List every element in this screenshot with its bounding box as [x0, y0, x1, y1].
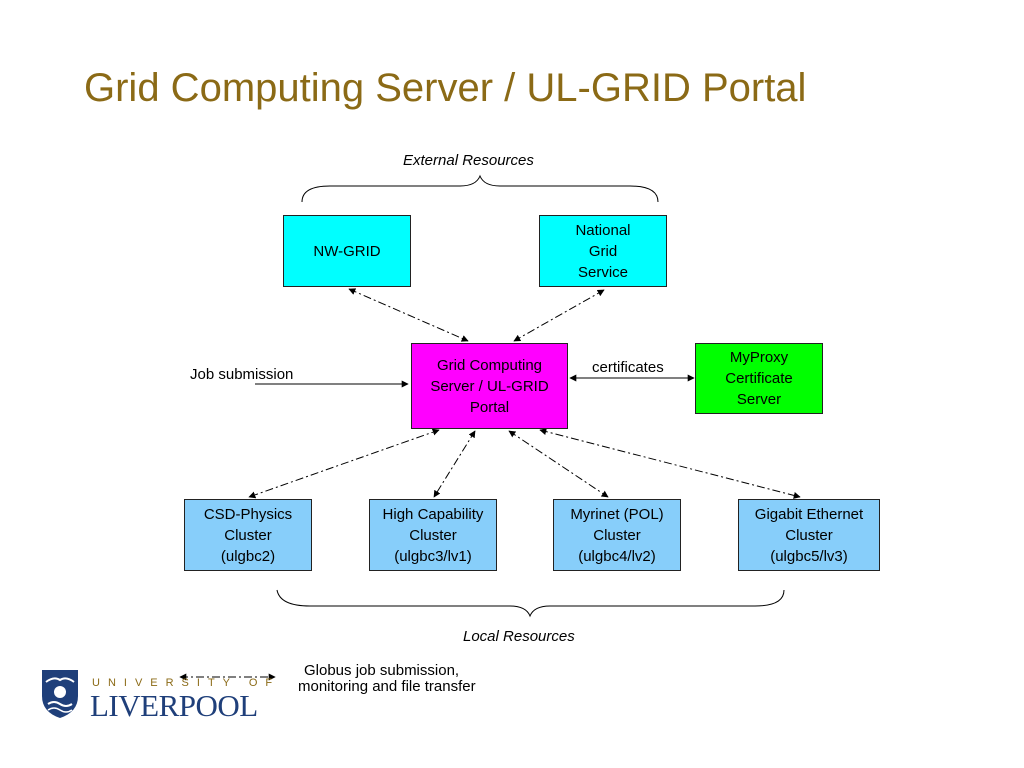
- node-myrinet: Myrinet (POL) Cluster (ulgbc4/lv2): [553, 499, 681, 571]
- node-gigabit-line2: Cluster: [785, 526, 833, 544]
- node-myproxy: MyProxy Certificate Server: [695, 343, 823, 414]
- node-ngs-line1: National: [575, 221, 631, 239]
- node-highcap-line2: Cluster: [409, 526, 457, 544]
- link-portal-csd: [248, 428, 440, 499]
- node-high-capability: High Capability Cluster (ulgbc3/lv1): [369, 499, 497, 571]
- node-myrinet-line3: (ulgbc4/lv2): [578, 547, 656, 565]
- legend-line1: Globus job submission,: [304, 662, 460, 679]
- node-csd-line3: (ulgbc2): [220, 547, 276, 565]
- node-myproxy-line1: MyProxy: [729, 349, 789, 366]
- node-portal-line1: Grid Computing: [436, 356, 543, 374]
- link-portal-myrinet: [508, 430, 609, 498]
- node-gigabit-ethernet: Gigabit Ethernet Cluster (ulgbc5/lv3): [738, 499, 880, 571]
- logo-liverpool: LIVERPOOL: [90, 688, 258, 723]
- node-national-grid-service: National Grid Service: [539, 215, 667, 287]
- job-submission-label: Job submission: [190, 366, 294, 383]
- node-myrinet-line2: Cluster: [593, 526, 641, 544]
- node-myrinet-line1: Myrinet (POL): [570, 505, 664, 523]
- legend-description: Globus job submission, monitoring and fi…: [298, 663, 476, 695]
- node-nw-grid-label: NW-GRID: [313, 242, 381, 260]
- node-highcap-line3: (ulgbc3/lv1): [394, 547, 472, 565]
- node-csd-physics: CSD-Physics Cluster (ulgbc2): [184, 499, 312, 571]
- link-portal-gigabit: [539, 428, 801, 499]
- node-csd-line1: CSD-Physics: [203, 505, 293, 523]
- link-ngs-portal: [513, 289, 605, 342]
- node-gigabit-line3: (ulgbc5/lv3): [770, 547, 848, 565]
- local-resources-label: Local Resources: [463, 628, 575, 645]
- node-myproxy-line3: Server: [736, 391, 782, 408]
- legend-line2: monitoring and file transfer: [298, 678, 476, 695]
- node-ngs-line3: Service: [577, 263, 629, 281]
- node-nw-grid: NW-GRID: [283, 215, 411, 287]
- link-nwgrid-portal: [348, 288, 469, 342]
- node-csd-line2: Cluster: [224, 526, 272, 544]
- node-portal: Grid Computing Server / UL-GRID Portal: [411, 343, 568, 429]
- node-gigabit-line1: Gigabit Ethernet: [754, 505, 864, 523]
- node-ngs-line2: Grid: [588, 242, 618, 260]
- node-highcap-line1: High Capability: [382, 505, 484, 523]
- page-title: Grid Computing Server / UL-GRID Portal: [84, 66, 807, 110]
- node-myproxy-line2: Certificate: [725, 370, 793, 387]
- external-resources-brace: [301, 174, 659, 203]
- university-crest-icon: [42, 670, 78, 718]
- node-portal-line3: Portal: [469, 398, 510, 416]
- logo-university-of: UNIVERSITY OF: [92, 677, 281, 689]
- certificates-label: certificates: [592, 359, 664, 376]
- node-portal-line2: Server / UL-GRID: [430, 377, 549, 395]
- local-resources-brace: [276, 589, 785, 618]
- link-portal-highcap: [433, 430, 476, 498]
- external-resources-label: External Resources: [403, 152, 534, 169]
